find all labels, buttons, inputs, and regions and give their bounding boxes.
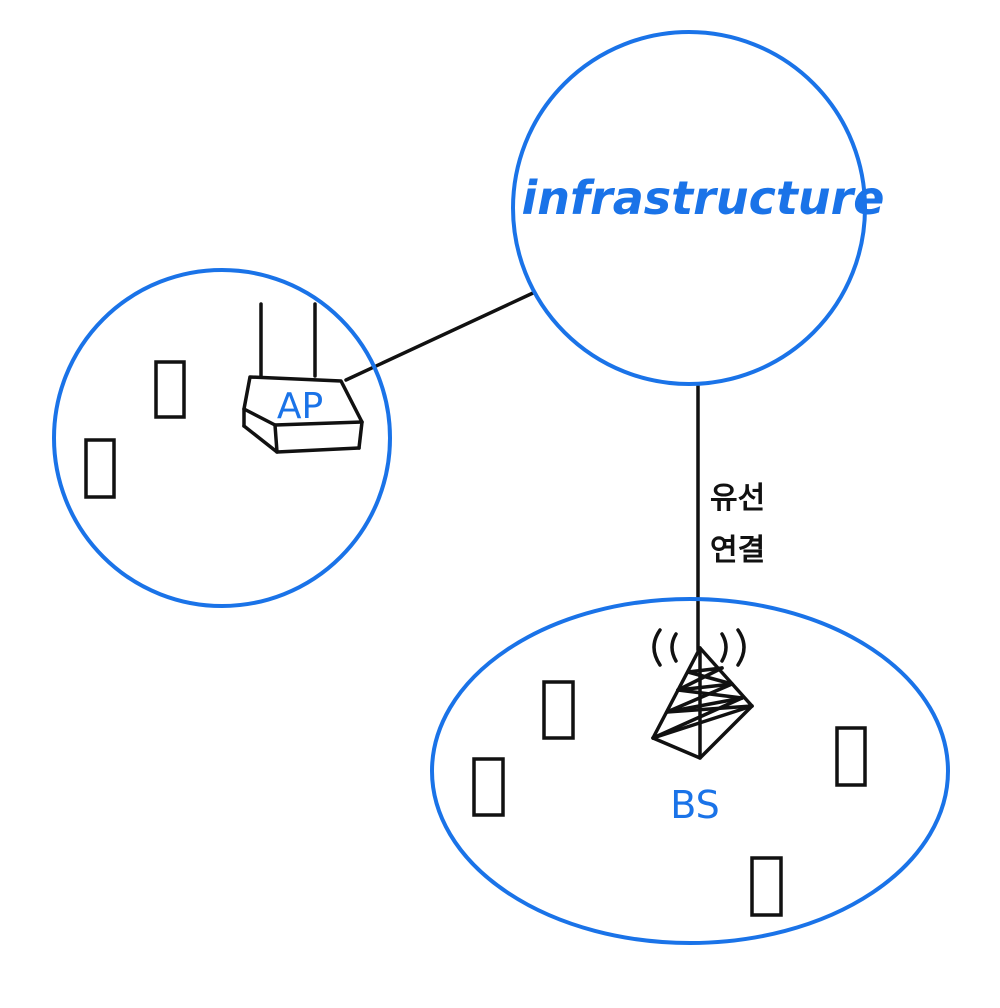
bs-label: BS xyxy=(670,783,720,827)
ap-coverage-circle xyxy=(52,268,392,608)
infrastructure-label: infrastructure xyxy=(522,171,885,225)
device-icon xyxy=(750,856,783,917)
bs-coverage-ellipse xyxy=(430,597,950,945)
device-icon xyxy=(154,360,186,419)
signal-waves-icon xyxy=(652,628,746,667)
device-icon xyxy=(835,726,867,787)
wired-connection-label-line1: 유선 xyxy=(710,481,765,516)
cell-tower-icon xyxy=(651,646,754,760)
device-icon xyxy=(542,680,575,740)
infrastructure-circle xyxy=(511,30,867,386)
device-icon xyxy=(472,757,505,817)
router-icon xyxy=(242,302,364,454)
device-icon xyxy=(84,438,116,499)
ap-label: AP xyxy=(277,386,323,427)
wire-infra-ap xyxy=(344,291,535,382)
wired-connection-label-line2: 연결 xyxy=(710,533,765,568)
